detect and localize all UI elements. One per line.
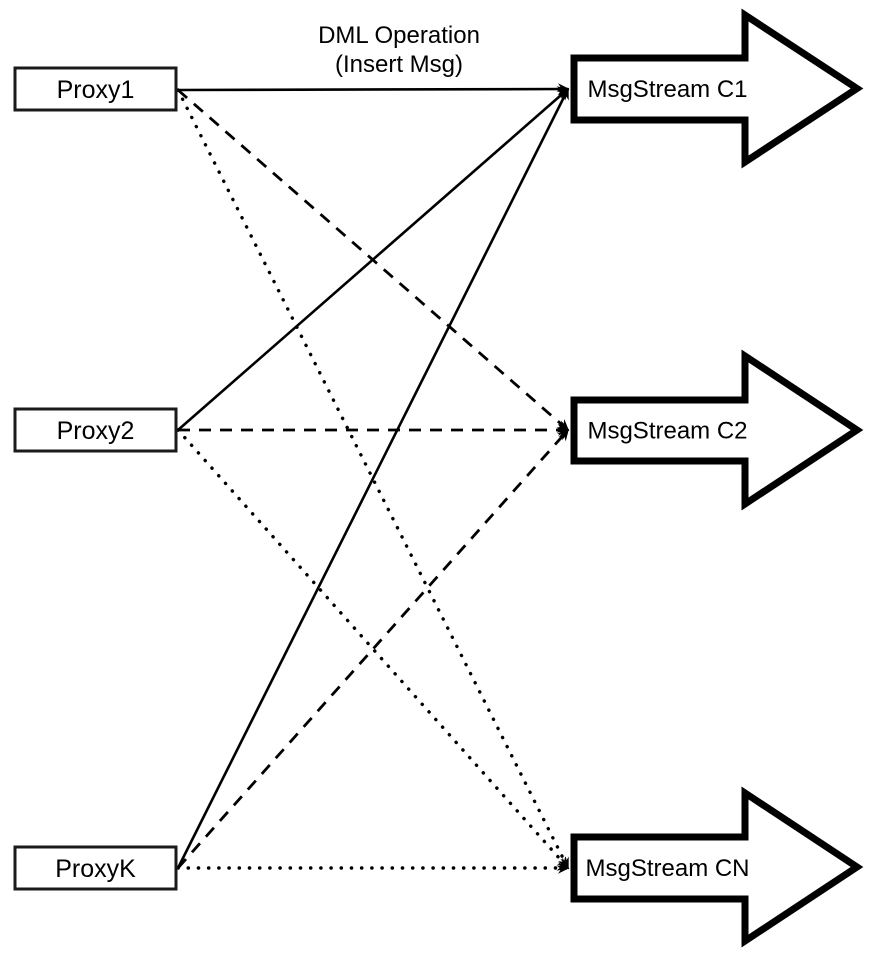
edges-layer (176, 83, 570, 874)
edge-caption-line2: (Insert Msg) (335, 51, 463, 78)
proxy-node-proxyK[interactable]: ProxyK (13, 845, 178, 891)
edge-caption-line1: DML Operation (318, 22, 480, 49)
stream-arrow-shape[interactable] (570, 786, 864, 948)
proxy-box[interactable] (13, 66, 178, 112)
stream-arrow-shape[interactable] (570, 8, 864, 169)
stream-label: MsgStream C1 (587, 76, 747, 103)
edge-pk-c1 (176, 87, 570, 869)
proxy-label: ProxyK (55, 855, 136, 883)
edge-pk-c2 (176, 428, 570, 869)
stream-node-stream_c2[interactable]: MsgStream C2 (570, 349, 864, 511)
stream-node-stream_cn[interactable]: MsgStream CN (570, 786, 864, 948)
streams-layer: MsgStream C1 MsgStream C2 MsgStream CN (570, 8, 864, 948)
proxy-box[interactable] (13, 845, 178, 891)
edge-p1-c1 (177, 83, 570, 95)
stream-label: MsgStream CN (585, 855, 749, 882)
edge-p2-cn (176, 428, 570, 870)
edge-p1-c2 (177, 88, 570, 432)
stream-node-stream_c1[interactable]: MsgStream C1 (570, 8, 864, 169)
proxy-label: Proxy2 (57, 417, 135, 445)
edge-caption: DML Operation (Insert Msg) (318, 22, 480, 78)
proxy-box[interactable] (13, 407, 178, 453)
edge-p1-cn (176, 88, 570, 870)
proxy-label: Proxy1 (57, 76, 135, 104)
stream-label: MsgStream C2 (587, 418, 747, 445)
proxy-node-proxy2[interactable]: Proxy2 (13, 407, 178, 453)
proxy-node-proxy1[interactable]: Proxy1 (13, 66, 178, 112)
stream-arrow-shape[interactable] (570, 349, 864, 511)
